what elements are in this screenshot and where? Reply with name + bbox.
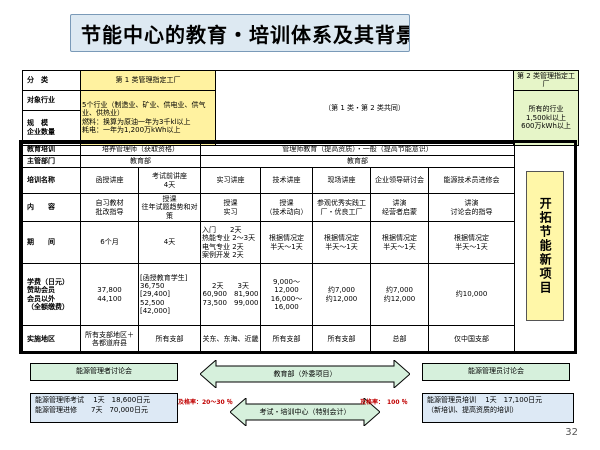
content-cell: 授课 （技术动向） — [260, 192, 313, 223]
course-cell: 能源技术员进修会 — [427, 167, 516, 194]
period-cell: 根据情况定 半天～1天 — [260, 221, 313, 265]
region-cell: 仅中国支部 — [427, 325, 516, 354]
edu-dept-label: 教育部（外委项目） — [273, 370, 337, 378]
pass-rate-right: 及格率： 100 ％ — [360, 399, 408, 406]
course-cell: 企业领导研讨会 — [370, 167, 429, 194]
page-title: 节能中心的教育・培训体系及其背景 — [70, 14, 410, 52]
period-cell: 根据情况定 半天～1天 — [312, 221, 371, 265]
right-forum-box: 能源管理员讨论会 — [422, 363, 570, 381]
edu-general: 管理师教育（提高资质）・一般（提高节能意识） — [199, 143, 516, 156]
region-cell: 所有支部地区＋各都道府县 — [80, 325, 139, 354]
period-cell: 入门 2天 热能专业 2～3天 电气专业 2天 案例开发 2天 — [200, 221, 261, 265]
content-cell: 授课 实习 — [200, 192, 261, 223]
right-stats-box: 能源管理员培训 1天 17,100日元 （新培训、提高资质的培训） — [422, 393, 574, 423]
label-dept: 主管部门 — [22, 155, 81, 168]
exam-center-label: 考试・培训中心（特别会计） — [259, 408, 351, 416]
content-cell: 自习教材 批改指导 — [80, 192, 139, 223]
training-table: 教育培训 培养管理师（获取资格） 管理师教育（提高资质）・一般（提高节能意识） … — [22, 143, 516, 354]
course-cell: 考试前讲座 4天 — [138, 167, 201, 194]
period-cell: 根据情况定 半天～1天 — [427, 221, 516, 265]
period-cell: 6个月 — [80, 221, 139, 265]
course-cell: 实习讲座 — [200, 167, 261, 194]
fee-cell: 2天 3天 60,900 81,900 73,500 99,000 — [200, 263, 261, 327]
label-fee: 学费（日元） 赞助会员 会员以外 （全额缴费） — [22, 263, 81, 327]
period-cell: 根据情况定 半天～1天 — [370, 221, 429, 265]
content-cell: 参观优秀实践工厂・优良工厂 — [312, 192, 371, 223]
label-content: 内 容 — [22, 192, 81, 223]
fee-cell: [函授教育学生] 36,750 [29,400] 52,500 [42,000] — [138, 263, 201, 327]
fee-cell: 约7,000 约12,000 — [370, 263, 429, 327]
label-region: 实施地区 — [22, 325, 81, 354]
content-cell: 讲演 经营者启蒙 — [370, 192, 429, 223]
period-cell: 4天 — [138, 221, 201, 265]
label-category: 分 类 — [22, 70, 81, 91]
left-stats-box: 能源管理师考试 1天 18,600日元 能源管理进修 7天 70,000日元 — [30, 393, 178, 423]
classification-table: 分 类 第 1 类管理指定工厂 （第 1 类・第 2 类共同） 第 2 类管理指… — [22, 70, 579, 146]
region-cell: 所有支部 — [260, 325, 313, 354]
fee-cell: 9,000～ 12,000 16,000～ 16,000 — [260, 263, 313, 327]
exam-center-arrow — [230, 398, 380, 426]
fee-cell: 37,800 44,100 — [80, 263, 139, 327]
class1-body: 5个行业（制造业、矿业、供电业、供气业、供热业） 燃料：换算为原油一年为3千kl… — [80, 89, 216, 146]
edu-dept-arrow — [200, 360, 410, 388]
label-edu: 教育培训 — [22, 143, 81, 156]
course-cell: 技术讲座 — [260, 167, 313, 194]
region-cell: 关东、东海、近畿 — [200, 325, 261, 354]
label-course: 培训名称 — [22, 167, 81, 194]
class2-header: 第 2 类管理指定工厂 — [513, 70, 579, 91]
region-cell: 总部 — [370, 325, 429, 354]
page-number: 32 — [565, 427, 578, 438]
fee-cell: 约7,000 约12,000 — [312, 263, 371, 327]
label-industry: 对象行业 — [22, 89, 81, 111]
course-cell: 函授讲座 — [80, 167, 139, 194]
class2-body: 所有的行业 1,500kl以上 600万kWh以上 — [513, 89, 579, 146]
dept-a: 教育部 — [80, 155, 201, 168]
content-cell: 授课 往年试题趋势和对策 — [138, 192, 201, 223]
left-forum-box: 能源管理者讨论会 — [30, 363, 178, 381]
pass-rate-left: 及格率：20～30 ％ — [178, 399, 233, 406]
edu-cert: 培养管理师（获取资格） — [80, 143, 201, 156]
common-cell: （第 1 类・第 2 类共同） — [215, 70, 514, 146]
content-cell: 讲演 讨论会的指导 — [427, 192, 516, 223]
class1-header: 第 1 类管理指定工厂 — [80, 70, 216, 91]
label-scale: 规 模 企业数量 — [22, 109, 81, 146]
dept-b: 教育部 — [199, 155, 516, 168]
label-period: 期 间 — [22, 221, 81, 265]
region-cell: 所有支部 — [138, 325, 201, 354]
side-panel: 开拓节能新项目 — [514, 143, 574, 348]
region-cell: 所有支部 — [312, 325, 371, 354]
course-cell: 现场讲座 — [312, 167, 371, 194]
new-project-label: 开拓节能新项目 — [525, 170, 564, 321]
fee-cell: 约10,000 — [427, 263, 516, 327]
